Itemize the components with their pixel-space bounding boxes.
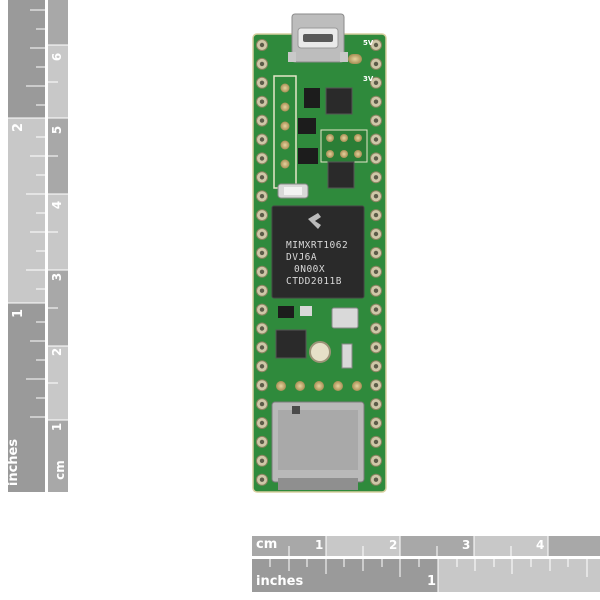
header-pin-drill bbox=[373, 326, 379, 331]
header-pin-drill bbox=[373, 137, 379, 142]
ruler-horizontal-cm-label-1: 1 bbox=[315, 538, 324, 552]
ruler-vertical-cm-label-2: 2 bbox=[50, 347, 65, 357]
ruler-horizontal-inches-unit: inches bbox=[256, 574, 304, 589]
main-processor-chip: MIMXRT1062 DVJ6A 0N00X CTDD2011B bbox=[271, 205, 365, 299]
header-pin-drill bbox=[259, 364, 265, 369]
chip-marking-line-1: MIMXRT1062 bbox=[286, 240, 348, 251]
ruler-vertical-cm-label-1: 1 bbox=[50, 422, 65, 432]
svg-text:3V: 3V bbox=[363, 75, 374, 83]
header-pin-drill bbox=[373, 420, 379, 426]
header-pin-drill bbox=[259, 420, 265, 426]
header-pin-drill bbox=[373, 439, 379, 445]
header-pin-drill bbox=[259, 99, 265, 104]
ruler-horizontal-inch-label-1: 1 bbox=[427, 574, 437, 589]
header-pin-drill bbox=[259, 439, 265, 445]
header-pin-drill bbox=[373, 307, 379, 312]
header-pin-drill bbox=[259, 42, 265, 48]
vertical-ruler: 1 2 inches 1 2 3 4 5 6 cm bbox=[6, 0, 68, 492]
ruler-vertical-cm-label-3: 3 bbox=[50, 272, 65, 282]
ruler-vertical-cm-label-5: 5 bbox=[50, 125, 65, 135]
header-pin-drill bbox=[259, 231, 265, 237]
header-pin-drill bbox=[259, 383, 265, 388]
header-pin-drill bbox=[259, 458, 265, 463]
chip-marking-line-2: DVJ6A bbox=[286, 252, 317, 263]
header-pin-drill bbox=[373, 383, 379, 388]
header-pin-drill bbox=[373, 458, 379, 463]
ruler-vertical-inch-label-2: 2 bbox=[11, 122, 27, 133]
header-pin-drill bbox=[259, 175, 265, 180]
header-pin-drill bbox=[259, 477, 265, 482]
header-pin-drill bbox=[259, 250, 265, 256]
header-pin-drill bbox=[259, 288, 265, 293]
header-pin-drill bbox=[259, 80, 265, 86]
header-pin-drill bbox=[373, 156, 379, 161]
header-pin-drill bbox=[373, 42, 379, 48]
ruler-horizontal-cm-label-4: 4 bbox=[536, 538, 545, 552]
ruler-vertical-inches-unit: inches bbox=[6, 438, 22, 487]
header-pin-drill bbox=[373, 99, 379, 104]
horizontal-ruler: cm 1 2 3 4 inches 1 bbox=[252, 536, 600, 592]
header-pins bbox=[256, 39, 382, 486]
header-pin-drill bbox=[373, 364, 379, 369]
header-pin-drill bbox=[259, 307, 265, 312]
header-pin-drill bbox=[373, 212, 379, 218]
header-pin-drill bbox=[373, 401, 379, 407]
header-pin-drill bbox=[259, 137, 265, 142]
header-pin-drill bbox=[373, 288, 379, 293]
horizontal-ruler-graphic bbox=[252, 536, 600, 592]
header-pin-drill bbox=[259, 194, 265, 199]
ruler-horizontal-cm-label-2: 2 bbox=[389, 538, 398, 552]
ruler-vertical-cm-label-4: 4 bbox=[50, 200, 65, 210]
sd-card-slot bbox=[271, 401, 365, 490]
ruler-vertical-cm-unit: cm bbox=[52, 460, 67, 480]
header-pin-drill bbox=[259, 269, 265, 274]
header-pin-drill bbox=[373, 194, 379, 199]
header-pin-drill bbox=[373, 80, 379, 86]
header-pin-drill bbox=[373, 250, 379, 256]
vertical-ruler-graphic bbox=[8, 0, 68, 492]
header-pin-drill bbox=[373, 175, 379, 180]
pad-row bbox=[276, 381, 362, 391]
board-graphic: MIMXRT1062 DVJ6A 0N00X CTDD2011B 5V bbox=[252, 13, 387, 493]
chip-marking-line-3: 0N00X bbox=[294, 264, 325, 275]
header-pin-drill bbox=[259, 118, 265, 123]
header-pin-drill bbox=[259, 156, 265, 161]
ruler-vertical-cm-label-6: 6 bbox=[50, 52, 65, 62]
chip-marking-line-4: CTDD2011B bbox=[286, 276, 342, 287]
header-pin-drill bbox=[259, 345, 265, 350]
header-pin-drill bbox=[373, 231, 379, 237]
header-pin-drill bbox=[259, 401, 265, 407]
header-pin-drill bbox=[259, 212, 265, 218]
microcontroller-board: MIMXRT1062 DVJ6A 0N00X CTDD2011B 5V bbox=[248, 12, 392, 494]
header-pin-drill bbox=[373, 61, 379, 67]
header-pin-drill bbox=[373, 477, 379, 482]
svg-text:5V: 5V bbox=[363, 39, 374, 47]
ruler-vertical-inch-label-1: 1 bbox=[11, 308, 27, 319]
header-pin-drill bbox=[259, 326, 265, 331]
usb-connector bbox=[288, 13, 348, 63]
ruler-horizontal-cm-unit: cm bbox=[256, 537, 278, 552]
header-pin-drill bbox=[373, 345, 379, 350]
header-pin-drill bbox=[259, 61, 265, 67]
header-pin-drill bbox=[373, 118, 379, 123]
ruler-horizontal-cm-label-3: 3 bbox=[462, 538, 471, 552]
header-pin-drill bbox=[373, 269, 379, 274]
